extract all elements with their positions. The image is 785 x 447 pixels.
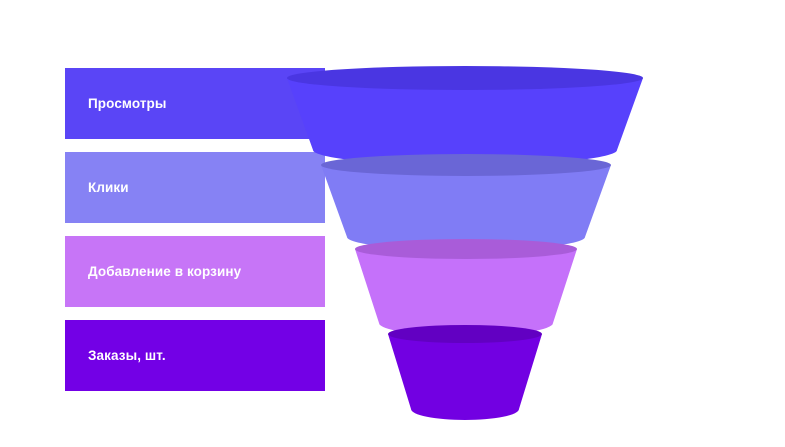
funnel-segment-views <box>287 66 643 165</box>
funnel-segment-top <box>321 154 611 176</box>
funnel-segment-orders <box>388 325 542 420</box>
stage-label: Клики <box>88 180 129 195</box>
funnel-segment-top <box>388 325 542 343</box>
funnel-segment-clicks <box>321 154 611 250</box>
funnel-segment-add-to-cart <box>355 239 577 336</box>
funnel-segment-top <box>287 66 643 90</box>
stage-bar-views: Просмотры <box>65 68 325 139</box>
funnel-segment-body <box>321 165 611 250</box>
stage-label: Просмотры <box>88 96 167 111</box>
stage-bar-clicks: Клики <box>65 152 325 223</box>
funnel-segment-body <box>355 249 577 336</box>
stage-label: Добавление в корзину <box>88 264 242 279</box>
stage-bar-orders: Заказы, шт. <box>65 320 325 391</box>
funnel-segment-body <box>287 78 643 165</box>
funnel-segment-top <box>355 239 577 259</box>
stage-bar-add-to-cart: Добавление в корзину <box>65 236 325 307</box>
funnel-segment-body <box>388 334 542 420</box>
stage-label: Заказы, шт. <box>88 348 166 363</box>
